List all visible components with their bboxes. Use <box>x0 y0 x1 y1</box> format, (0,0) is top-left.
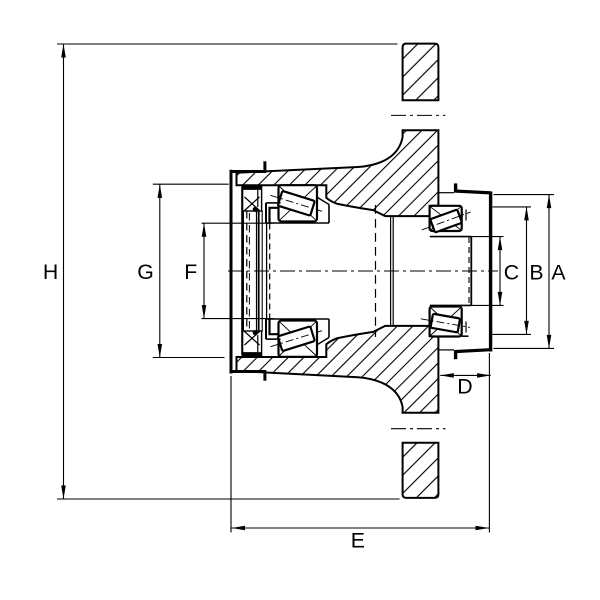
svg-text:D: D <box>457 374 472 398</box>
svg-text:A: A <box>551 261 566 285</box>
svg-text:G: G <box>137 260 154 284</box>
svg-text:B: B <box>529 261 543 285</box>
svg-text:F: F <box>184 260 197 284</box>
svg-text:E: E <box>351 529 365 553</box>
svg-text:C: C <box>504 261 519 285</box>
svg-text:H: H <box>43 260 58 284</box>
